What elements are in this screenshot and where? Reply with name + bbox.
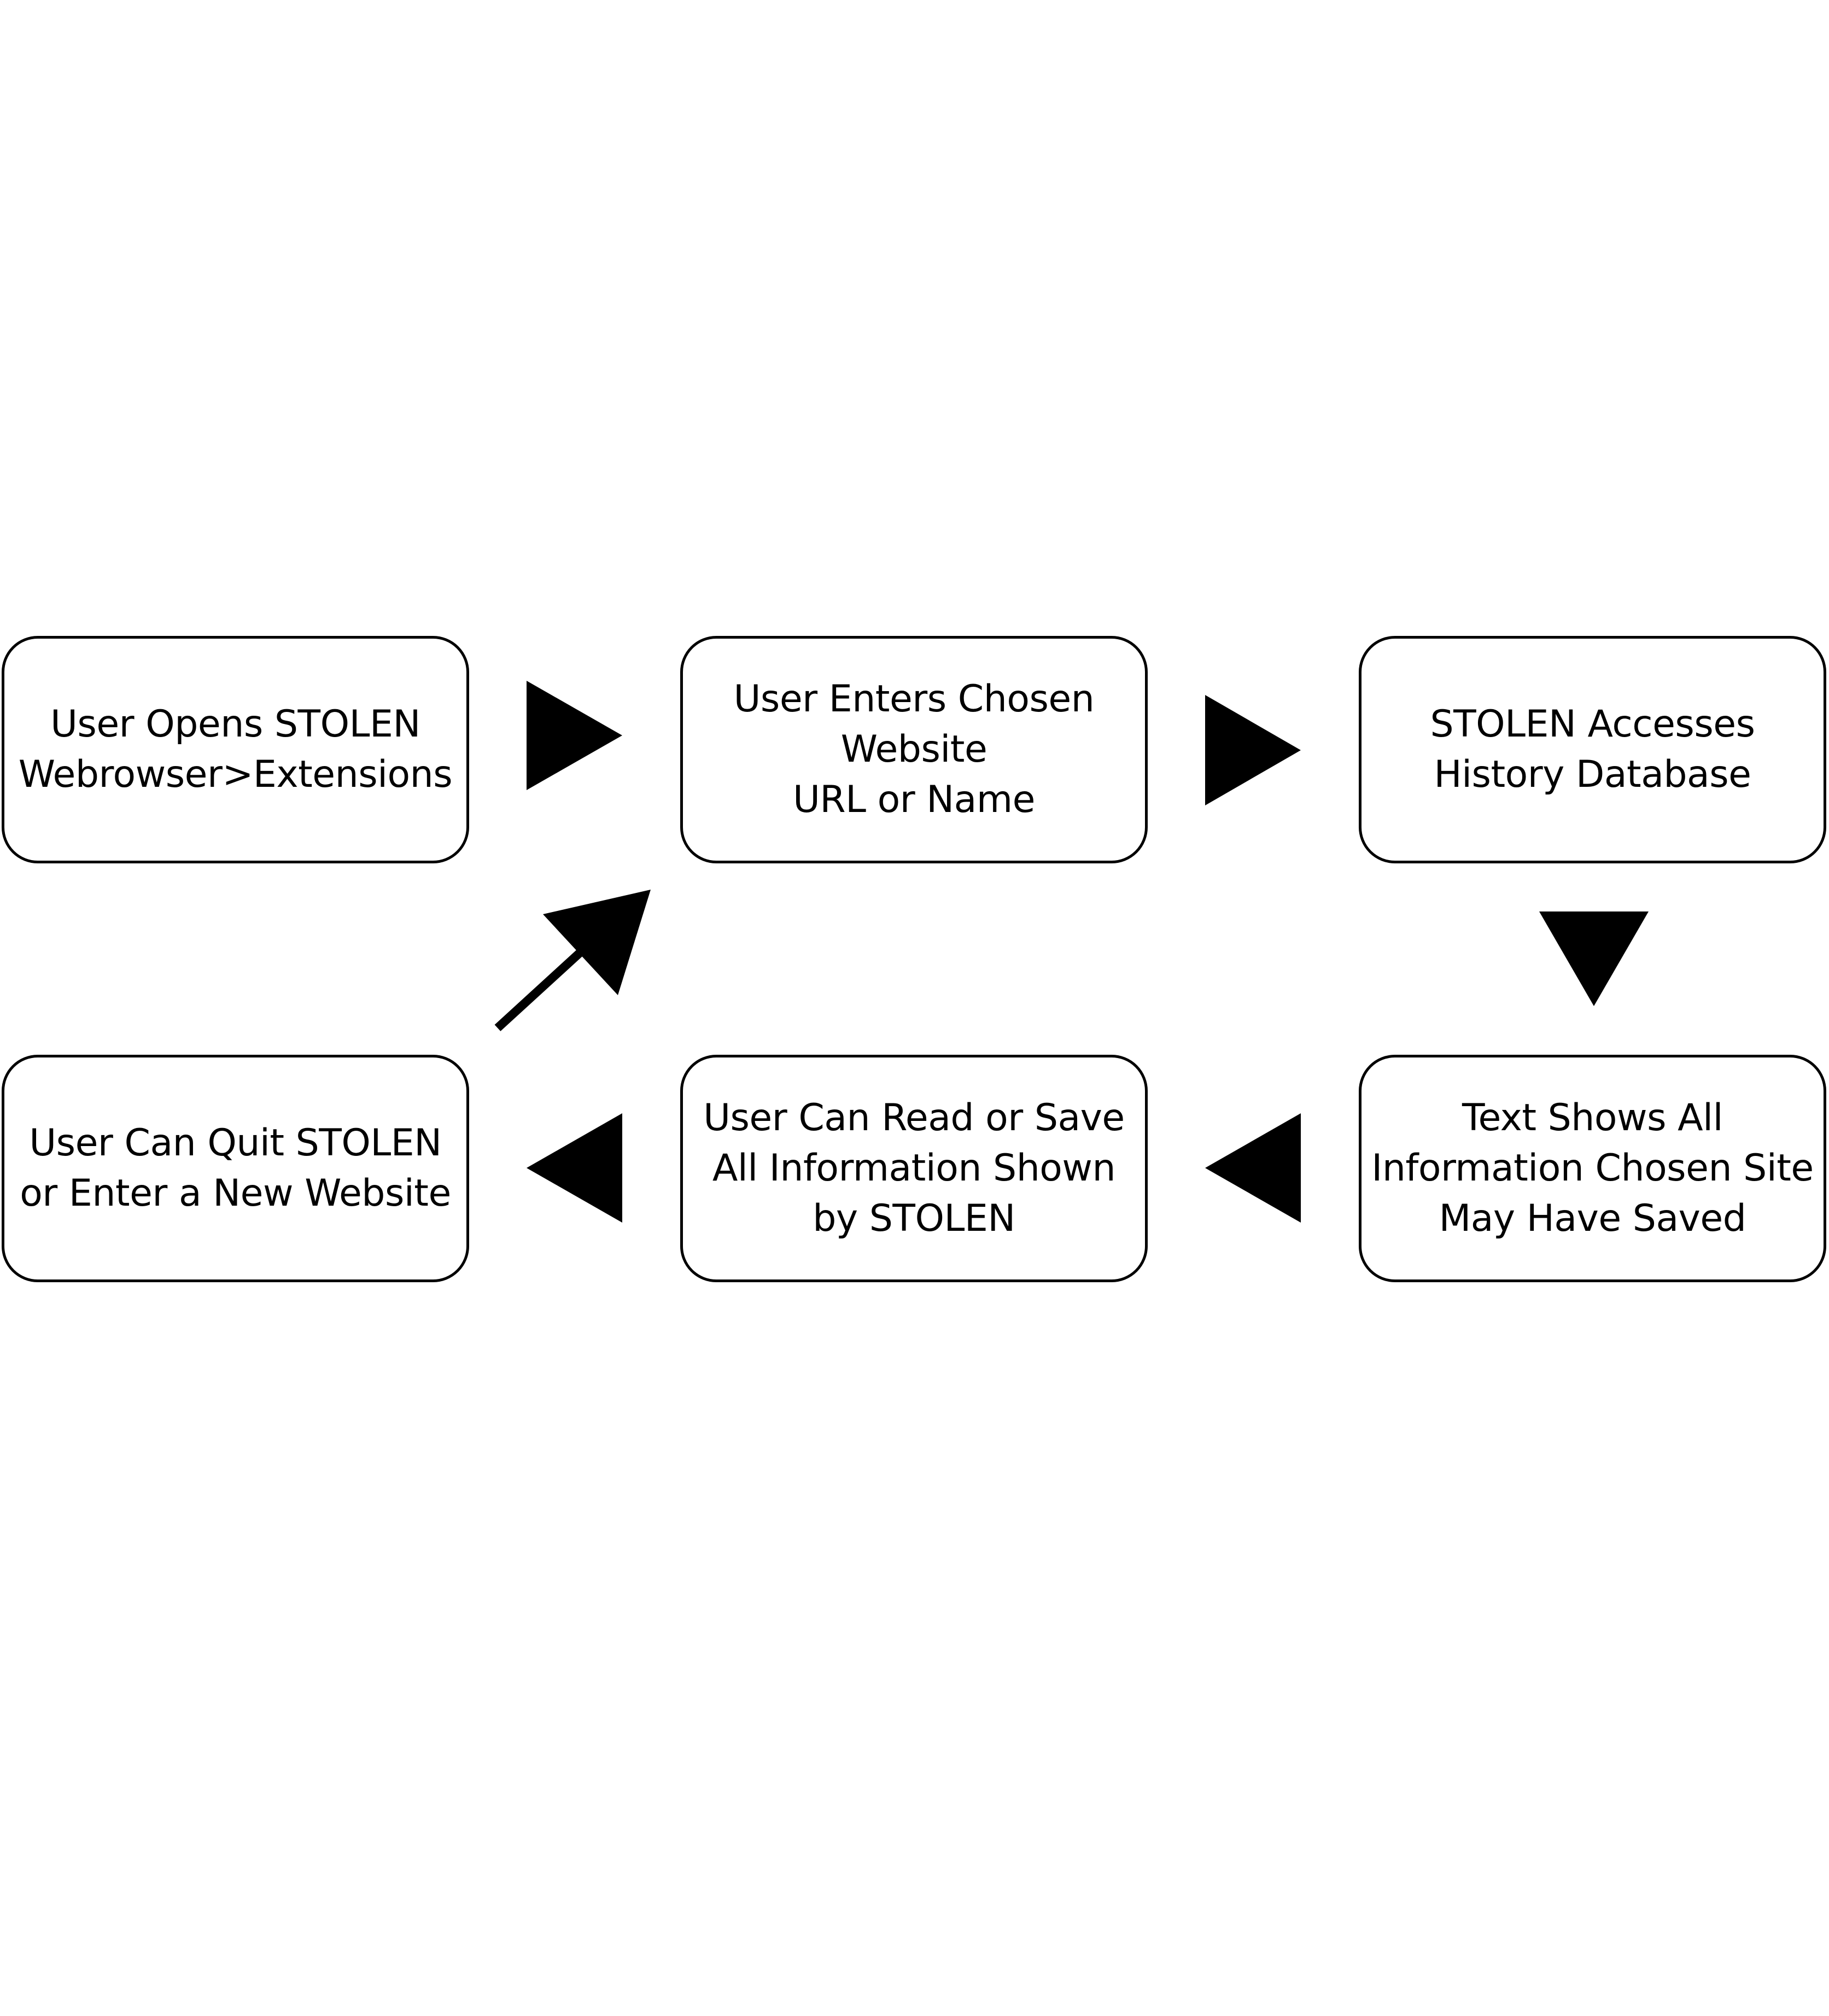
arrow-left-icon — [527, 1113, 622, 1223]
arrow-left-icon — [1205, 1113, 1301, 1223]
step-label: Text Shows All Information Chosen Site M… — [1371, 1096, 1814, 1240]
arrow-down-icon — [1539, 911, 1649, 1006]
arrow-up-right-icon — [494, 890, 651, 1031]
step-show-info: Text Shows All Information Chosen Site M… — [1359, 1055, 1826, 1282]
step-label: User Can Read or Save All Information Sh… — [703, 1096, 1125, 1240]
step-label: User Can Quit STOLEN or Enter a New Webs… — [20, 1121, 451, 1215]
step-label: User Enters Chosen Website URL or Name — [733, 677, 1095, 821]
step-enter-website: User Enters Chosen Website URL or Name — [680, 636, 1148, 863]
step-read-save: User Can Read or Save All Information Sh… — [680, 1055, 1148, 1282]
arrow-right-icon — [1205, 695, 1301, 805]
step-label: STOLEN Accesses History Database — [1430, 703, 1755, 796]
arrow-right-icon — [527, 681, 622, 790]
step-label: User Opens STOLEN Webrowser>Extensions — [18, 703, 453, 796]
step-access-history: STOLEN Accesses History Database — [1359, 636, 1826, 863]
step-open-extension: User Opens STOLEN Webrowser>Extensions — [2, 636, 469, 863]
step-quit-or-new: User Can Quit STOLEN or Enter a New Webs… — [2, 1055, 469, 1282]
